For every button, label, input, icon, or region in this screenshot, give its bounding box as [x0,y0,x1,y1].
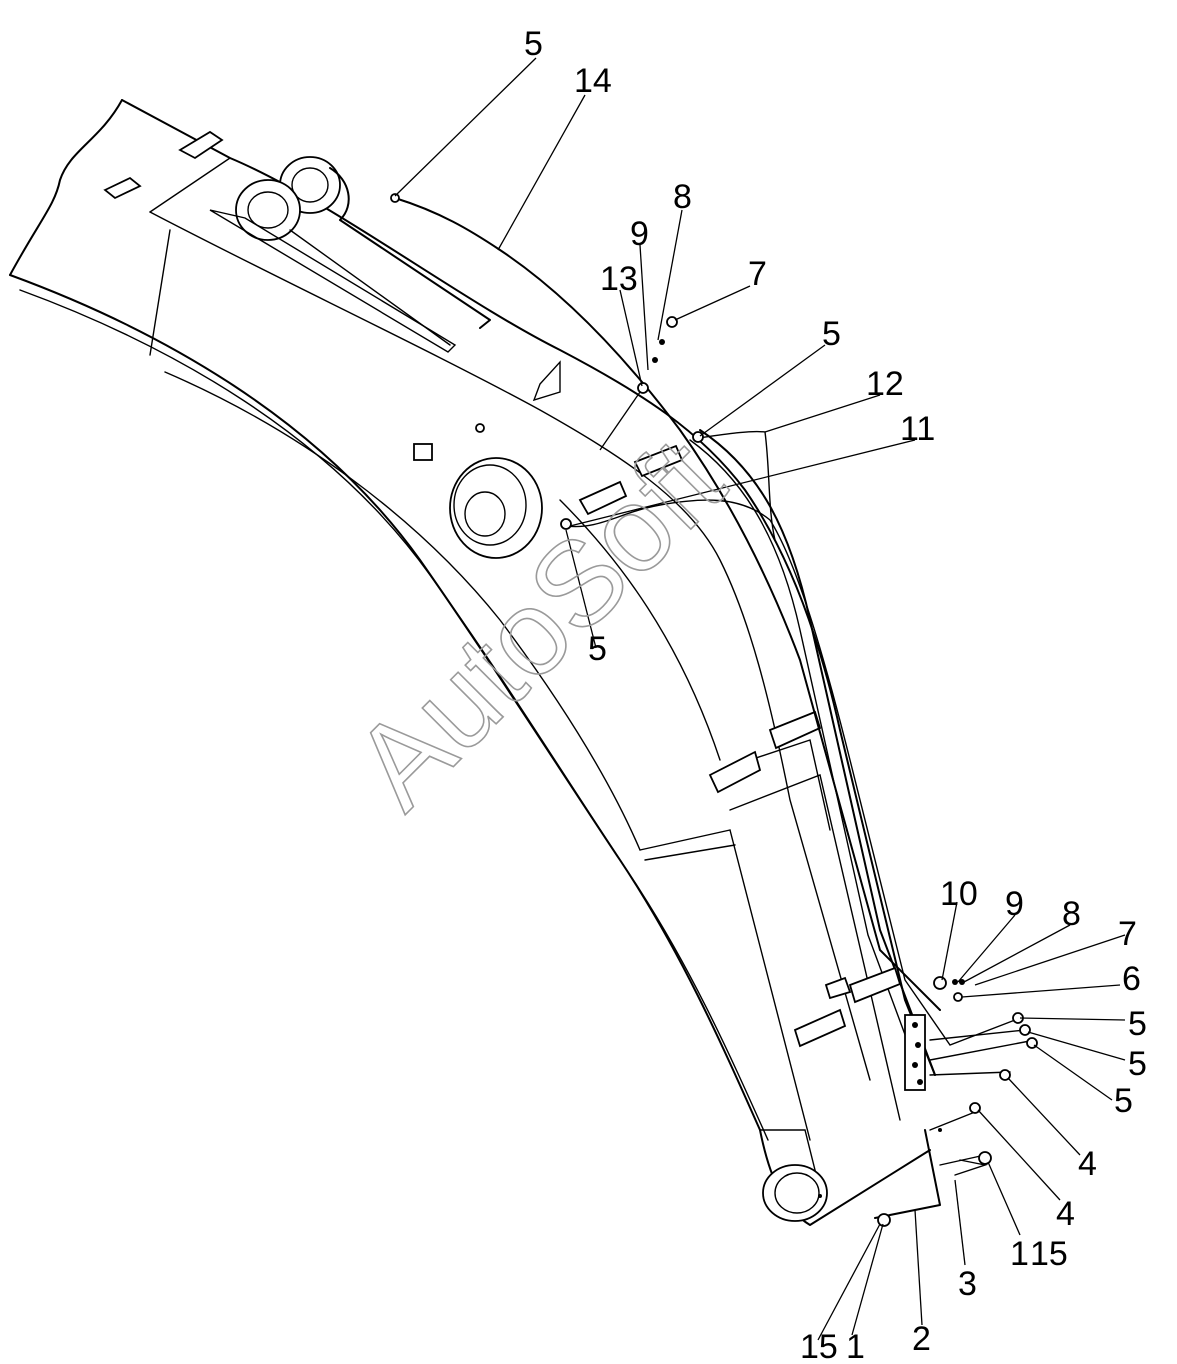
callout-label: 11 [900,410,935,448]
clamps [578,444,926,1091]
callout-label: 6 [1122,960,1141,998]
callout-label: 1 [846,1328,865,1364]
callout-label: 5 [1114,1082,1133,1120]
callout-label: 10 [940,875,978,913]
callout-label: 7 [748,255,767,293]
callout-label: 13 [600,260,638,298]
callout-label: 9 [630,215,649,253]
callout-label: 14 [574,62,612,100]
pivot-boss [413,423,543,559]
callout-label: 8 [673,178,692,216]
callout-label: 15 [1030,1235,1068,1273]
leader-lines [394,57,1126,1341]
callout-label: 9 [1005,885,1024,923]
svg-text:AutoSoft: AutoSoft [329,413,749,833]
watermark: AutoSoft [328,412,750,834]
callout-label: 8 [1062,895,1081,933]
callout-label: 12 [866,365,904,403]
callout-label: 5 [588,630,607,668]
callout-label: 5 [822,315,841,353]
callout-label: 5 [524,25,543,63]
callout-label: 5 [1128,1005,1147,1043]
callout-label: 7 [1118,915,1137,953]
boom-lugs [103,130,561,402]
fittings [390,193,1038,1227]
hose-lines [394,197,1036,1219]
callout-label: 4 [1078,1145,1097,1183]
callout-label: 3 [958,1265,977,1303]
callout-label: 5 [1128,1045,1147,1083]
callout-label: 15 [800,1328,838,1364]
callouts: 5 14 9 8 13 7 5 12 11 5 10 9 8 7 6 5 5 5… [524,25,1147,1364]
callout-label: 2 [912,1320,931,1358]
callout-label: 4 [1056,1195,1075,1233]
callout-label: 1 [1010,1235,1029,1273]
